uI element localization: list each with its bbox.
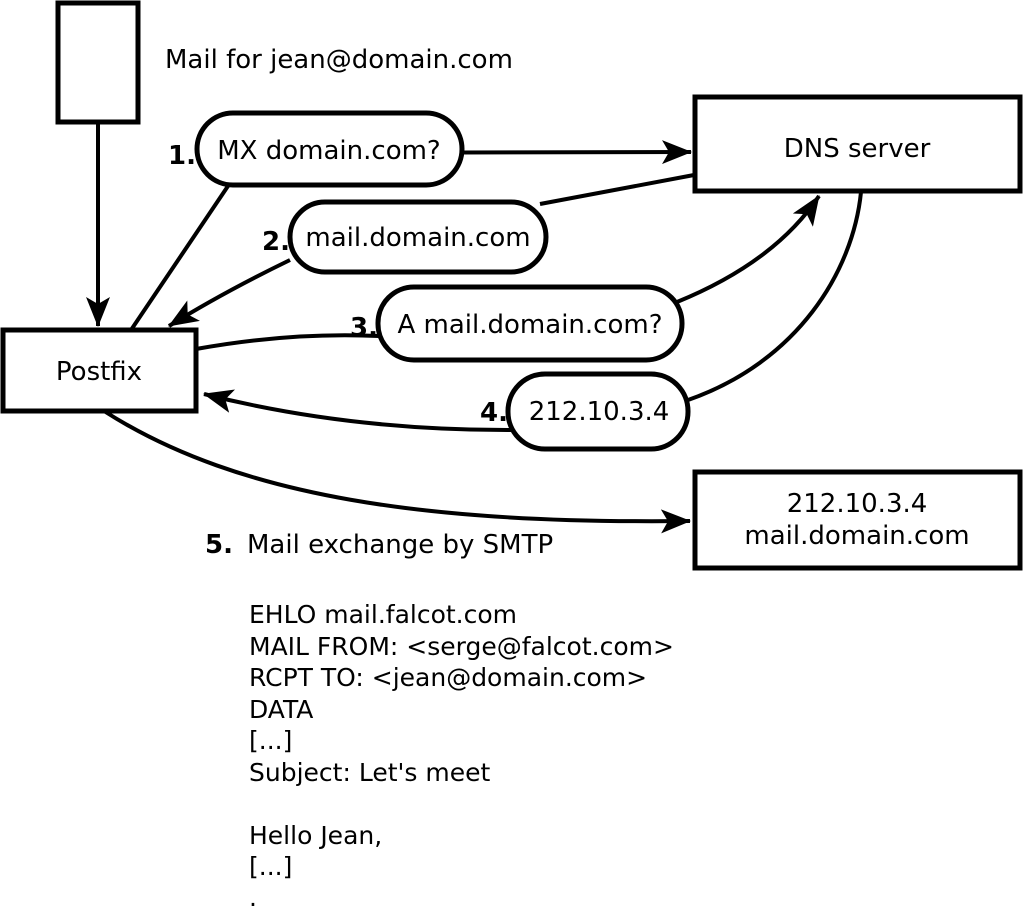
postfix-label: Postfix — [56, 357, 142, 387]
arrow-step2-to-postfix — [167, 258, 291, 328]
step1-mx-query-bubble: 1. MX domain.com? — [168, 110, 465, 188]
step2-label: mail.domain.com — [305, 223, 530, 253]
postfix-node: Postfix — [0, 327, 199, 414]
smtp-line: [...] — [249, 726, 292, 755]
step3-a-query-bubble: 3. A mail.domain.com? — [350, 284, 685, 363]
step5-label: Mail exchange by SMTP — [247, 530, 553, 560]
step2-number: 2. — [262, 227, 290, 257]
step2-pill — [287, 199, 549, 275]
smtp-line: . — [249, 883, 257, 912]
smtp-line: DATA — [249, 695, 313, 724]
arrow-step4-to-postfix — [203, 389, 517, 433]
step1-number: 1. — [168, 141, 196, 171]
step5-number: 5. — [205, 530, 233, 560]
mail-server-node: 212.10.3.4 mail.domain.com — [692, 469, 1023, 571]
arrow-postfix-to-mail-server — [102, 409, 691, 534]
smtp-line: MAIL FROM: <serge@falcot.com> — [249, 632, 674, 661]
edge-postfix-to-step1 — [129, 184, 230, 332]
smtp-line: RCPT TO: <jean@domain.com> — [249, 663, 647, 692]
step4-pill — [505, 371, 691, 452]
step3-label: A mail.domain.com? — [398, 310, 663, 340]
arrow-step1-to-dns — [460, 140, 692, 165]
postfix-box — [0, 327, 199, 414]
smtp-session-transcript: EHLO mail.falcot.com MAIL FROM: <serge@f… — [249, 600, 674, 912]
mail-note-label: Mail for jean@domain.com — [165, 45, 513, 75]
step1-label: MX domain.com? — [217, 136, 440, 166]
smtp-line: Hello Jean, — [249, 821, 382, 850]
dns-server-box — [692, 94, 1023, 194]
mail-server-ip: 212.10.3.4 — [787, 489, 928, 519]
mail-server-hostname: mail.domain.com — [744, 521, 969, 551]
step5-caption: 5. Mail exchange by SMTP — [205, 530, 553, 560]
step4-a-answer-bubble: 4. 212.10.3.4 — [480, 371, 691, 452]
step4-number: 4. — [480, 398, 508, 428]
arrow-step3-to-dns — [676, 194, 821, 304]
smtp-line: EHLO mail.falcot.com — [249, 600, 517, 629]
edge-postfix-to-step3 — [195, 333, 380, 351]
mail-server-box — [692, 469, 1023, 571]
smtp-line: Subject: Let's meet — [249, 758, 490, 787]
step3-number: 3. — [350, 313, 378, 343]
edge-dns-to-step2 — [539, 173, 695, 206]
dns-server-label: DNS server — [784, 134, 931, 164]
smtp-line: [...] — [249, 852, 292, 881]
edge-dns-to-step4 — [687, 191, 863, 402]
step2-mx-answer-bubble: 2. mail.domain.com — [262, 199, 549, 275]
step4-label: 212.10.3.4 — [529, 397, 670, 427]
step3-pill — [375, 284, 685, 363]
mail-message-node — [55, 0, 141, 125]
step1-pill — [194, 110, 465, 188]
dns-server-node: DNS server — [692, 94, 1023, 194]
